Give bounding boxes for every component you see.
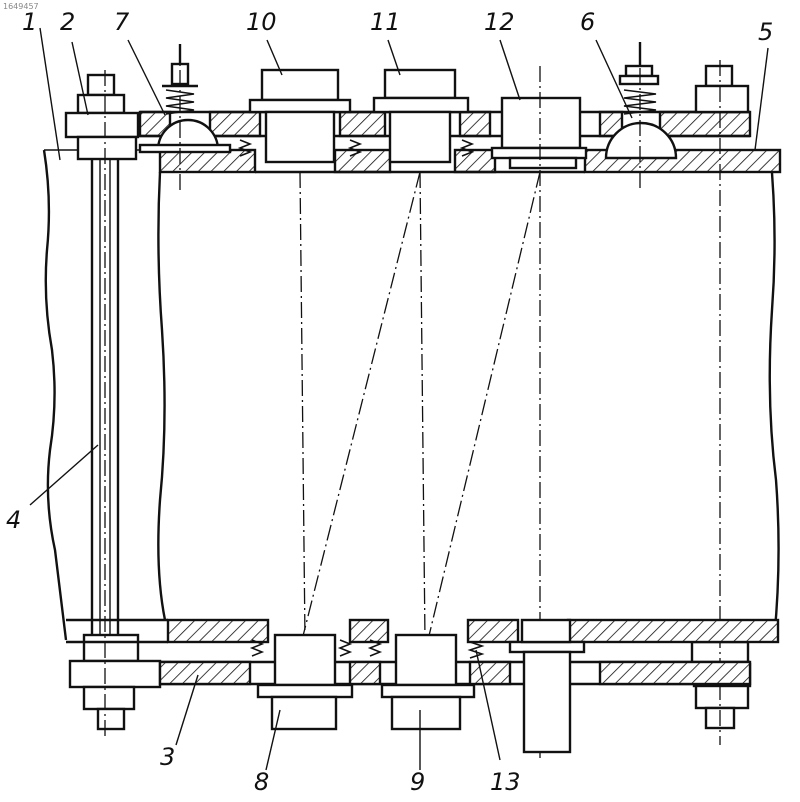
label-12: 12 (484, 8, 515, 36)
sheet-material (44, 150, 779, 640)
label-11: 11 (370, 8, 401, 36)
column-bolt (66, 70, 160, 740)
label-8: 8 (254, 768, 269, 796)
label-13: 13 (490, 768, 521, 796)
label-2: 2 (60, 8, 75, 36)
label-4: 4 (6, 506, 21, 534)
label-5: 5 (758, 18, 773, 46)
top-punch-10 (240, 70, 350, 640)
label-3: 3 (160, 743, 175, 771)
label-9: 9 (410, 768, 425, 796)
label-7: 7 (114, 8, 130, 36)
label-6: 6 (580, 8, 595, 36)
bottom-die-8 (252, 635, 352, 729)
label-1: 1 (22, 8, 37, 36)
label-10: 10 (246, 8, 277, 36)
